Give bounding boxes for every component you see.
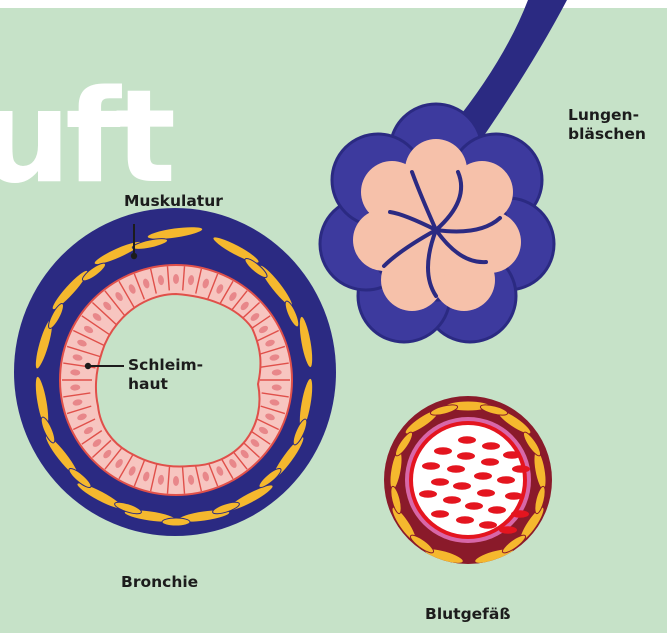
muscle-pointer-dot <box>131 253 137 259</box>
label-alveoli-line2: bläschen <box>568 125 646 144</box>
epithelial-cell-nucleus <box>173 274 179 284</box>
label-bronchus: Bronchie <box>121 573 198 592</box>
blood-vessel <box>384 396 552 566</box>
alveoli <box>320 0 567 342</box>
bronchus-lumen <box>96 294 261 467</box>
label-vessel: Blutgefäß <box>425 605 511 624</box>
epithelial-cell-nucleus <box>173 476 179 486</box>
label-muscle: Muskulatur <box>124 192 223 211</box>
label-mucosa-line2: haut <box>128 375 168 394</box>
mucosa-pointer-dot <box>85 363 91 369</box>
label-mucosa-line1: Schleim- <box>128 356 203 375</box>
label-alveoli-line1: Lungen- <box>568 106 639 125</box>
